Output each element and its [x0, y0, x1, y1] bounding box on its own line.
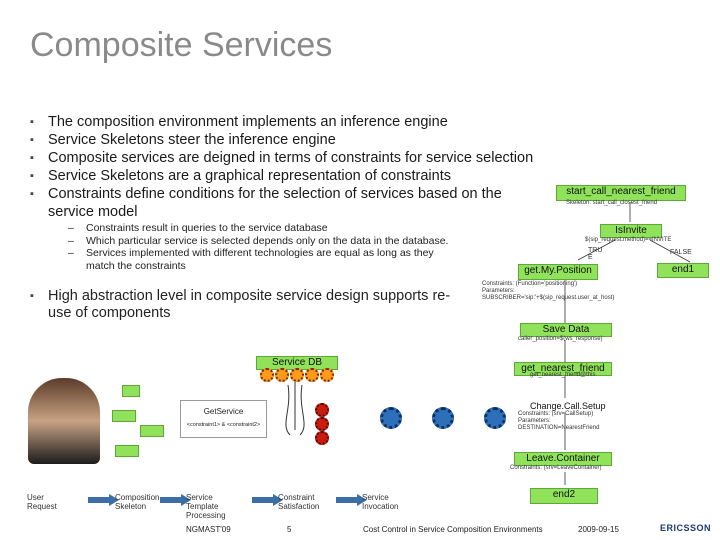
mini-node [115, 445, 139, 457]
footer-event: NGMAST'09 [186, 525, 231, 534]
isinvite-node[interactable]: IsInvite [600, 224, 662, 238]
slide-title: Composite Services [30, 26, 333, 64]
bullet-item-abstraction: High abstraction level in composite serv… [30, 288, 468, 322]
getservice-box: GetService <constraint1> & <constraint2> [180, 400, 267, 438]
end1-label: end1 [671, 264, 695, 275]
getmyposition-constraints: Constraints: (Function='positioning') [482, 281, 578, 287]
bullet-item: The composition environment implements a… [30, 113, 590, 131]
isinvite-label: IsInvite [615, 225, 647, 236]
gear-icon [315, 417, 329, 431]
end2-label: end2 [552, 489, 576, 500]
getmyposition-subscriber: SUBSCRIBER='sip:'+$(sip_request.user_at_… [482, 295, 615, 301]
gear-icon [275, 368, 289, 382]
gear-icon [315, 403, 329, 417]
query-arrows [285, 382, 305, 436]
service-gear-icon [484, 407, 506, 429]
leavecontainer-label: Leave.Container [526, 453, 600, 464]
sub-bullet-list: Constraints result in queries to the ser… [64, 222, 449, 272]
step-constraint-satisfaction: Constraint Satisfaction [278, 493, 320, 511]
footer-page: 5 [287, 525, 292, 534]
getmyposition-params: Parameters: [482, 288, 515, 294]
savedata-label: Save Data [542, 324, 590, 335]
getnearest-node[interactable]: get_nearest_friend [514, 362, 612, 376]
changecall-label: Change.Call.Setup [530, 401, 606, 411]
leavecontainer-sub: Constraints: (srv=LeaveContainer) [510, 465, 602, 471]
start-node-sub: Skeleton: start_call_closest_friend [566, 200, 658, 206]
end2-node[interactable]: end2 [530, 488, 598, 504]
step-composition-skeleton: Composition Skeleton [115, 493, 160, 511]
leavecontainer-node[interactable]: Leave.Container [514, 452, 612, 466]
start-node[interactable]: start_call_nearest_friend [556, 185, 686, 201]
savedata-sub: caller_position=$(ws_response) [518, 336, 603, 342]
service-gear-icon [380, 407, 402, 429]
sub-bullet-item: Which particular service is selected dep… [64, 235, 449, 248]
getmyposition-label: get.My.Position [524, 265, 592, 276]
gear-icon [320, 368, 334, 382]
skeleton-connectors [564, 202, 691, 485]
isinvite-sub: $(sip_request.method)==INVITE [585, 237, 672, 243]
end1-node[interactable]: end1 [657, 263, 709, 278]
bullet-item: Constraints define conditions for the se… [30, 185, 518, 221]
savedata-node[interactable]: Save Data [520, 323, 612, 337]
bullet-item: Service Skeletons steer the inference en… [30, 131, 590, 149]
arrow-icon [336, 494, 367, 506]
servicedb-label: Service DB [271, 357, 322, 368]
start-node-label: start_call_nearest_friend [566, 186, 676, 197]
getmyposition-node[interactable]: get.My.Position [518, 264, 598, 280]
getservice-constraints: <constraint1> & <constraint2> [186, 422, 261, 428]
gear-icon [315, 431, 329, 445]
gear-icon [290, 368, 304, 382]
ericsson-logo: ERICSSON [660, 523, 712, 533]
true-label: TRU E [588, 247, 603, 261]
bullet-list: The composition environment implements a… [30, 113, 590, 221]
footer-date: 2009-09-15 [578, 525, 619, 534]
bullet-item: Composite services are deigned in terms … [30, 149, 590, 167]
getnearest-label: get_nearest_friend [521, 363, 605, 374]
getnearest-sub: get_nearest_friend@this [530, 372, 596, 378]
mini-node [122, 385, 140, 397]
false-label: FALSE [670, 249, 692, 256]
step-user-request: User Request [27, 493, 57, 511]
gear-icon [305, 368, 319, 382]
arrow-icon [160, 494, 191, 506]
gear-icon [260, 368, 274, 382]
step-service-invocation: Service Invocation [362, 493, 399, 511]
arrow-icon [252, 494, 283, 506]
mini-node [140, 425, 164, 437]
sub-bullet-item: Services implemented with different tech… [64, 247, 449, 272]
changecall-constraints: Constraints: (srv=CallSetup) [518, 411, 594, 417]
mini-node [112, 410, 136, 422]
bullet-item: Service Skeletons are a graphical repres… [30, 167, 590, 185]
arrow-icon [88, 494, 119, 506]
footer-talk: Cost Control in Service Composition Envi… [363, 525, 543, 534]
sub-bullet-item: Constraints result in queries to the ser… [64, 222, 449, 235]
changecall-destination: DESTINATION=NearestFriend [518, 425, 600, 431]
service-gear-icon [432, 407, 454, 429]
step-service-template: Service Template Processing [186, 493, 226, 520]
user-photo [28, 378, 100, 464]
changecall-params: Parameters: [518, 418, 551, 424]
getservice-label: GetService [203, 407, 244, 416]
